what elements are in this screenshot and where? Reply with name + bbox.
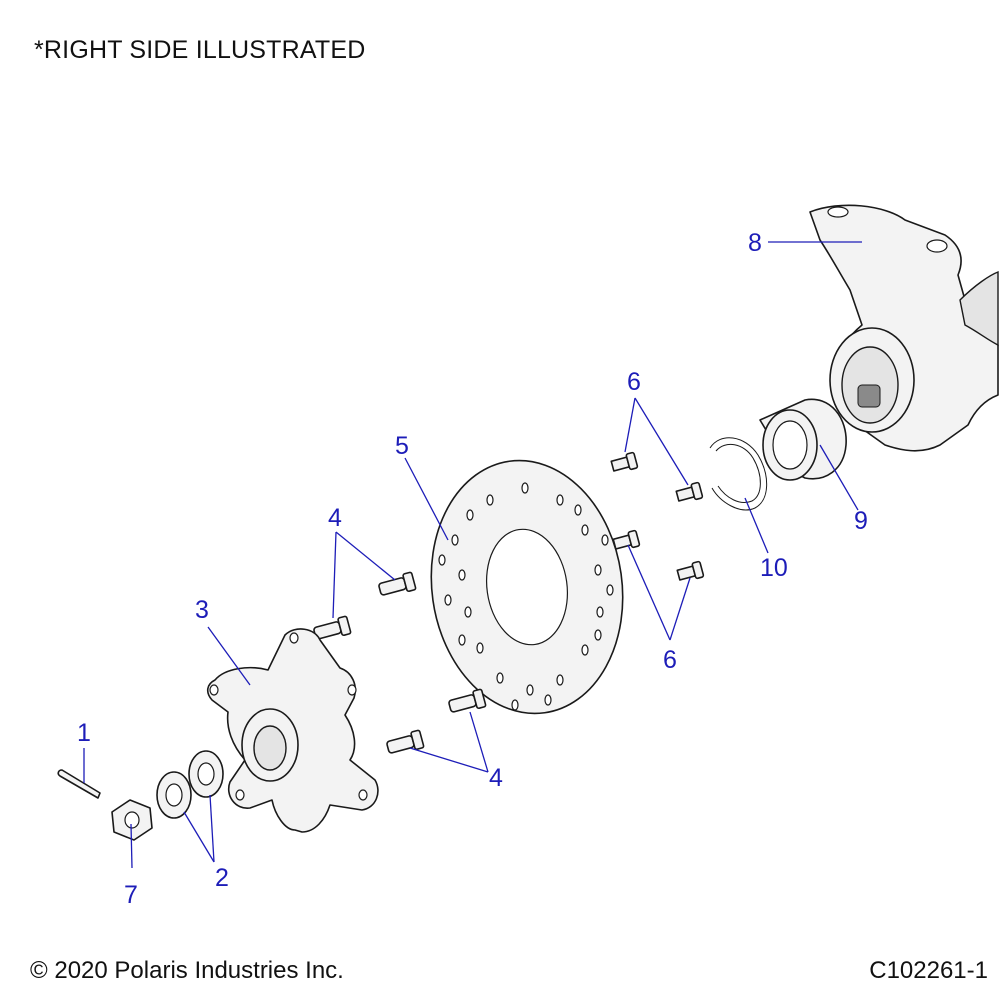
callout-4-upper: 4 [328, 504, 342, 532]
part-brake-rotor[interactable] [415, 448, 639, 726]
callout-7: 7 [124, 881, 138, 909]
part-knuckle[interactable] [809, 204, 999, 452]
callout-8: 8 [748, 229, 762, 257]
callout-6-upper: 6 [627, 368, 641, 396]
copyright-notice: © 2020 Polaris Industries Inc. [30, 957, 344, 984]
part-cotter-pin[interactable] [57, 769, 101, 799]
callout-labels: 1 2 3 4 4 5 6 6 7 8 9 10 [77, 229, 868, 909]
part-castle-nut[interactable] [111, 799, 153, 841]
callout-1: 1 [77, 719, 91, 747]
leader-lines [83, 241, 862, 869]
callout-5: 5 [395, 432, 409, 460]
callout-2: 2 [215, 864, 229, 892]
drawing-number: C102261-1 [869, 957, 988, 984]
part-washers[interactable] [156, 750, 224, 819]
callout-4-lower: 4 [489, 764, 503, 792]
callout-6-lower: 6 [663, 646, 677, 674]
part-hub[interactable] [206, 628, 379, 833]
part-rotor-bolts[interactable] [610, 451, 705, 583]
part-wheel-studs[interactable] [313, 571, 487, 756]
rotor-vent-holes [438, 482, 614, 711]
part-snap-ring[interactable] [709, 437, 768, 511]
illustration-note: *RIGHT SIDE ILLUSTRATED [34, 36, 366, 64]
callout-9: 9 [854, 507, 868, 535]
callout-3: 3 [195, 596, 209, 624]
callout-10: 10 [760, 554, 788, 582]
part-bearing[interactable] [759, 398, 847, 481]
